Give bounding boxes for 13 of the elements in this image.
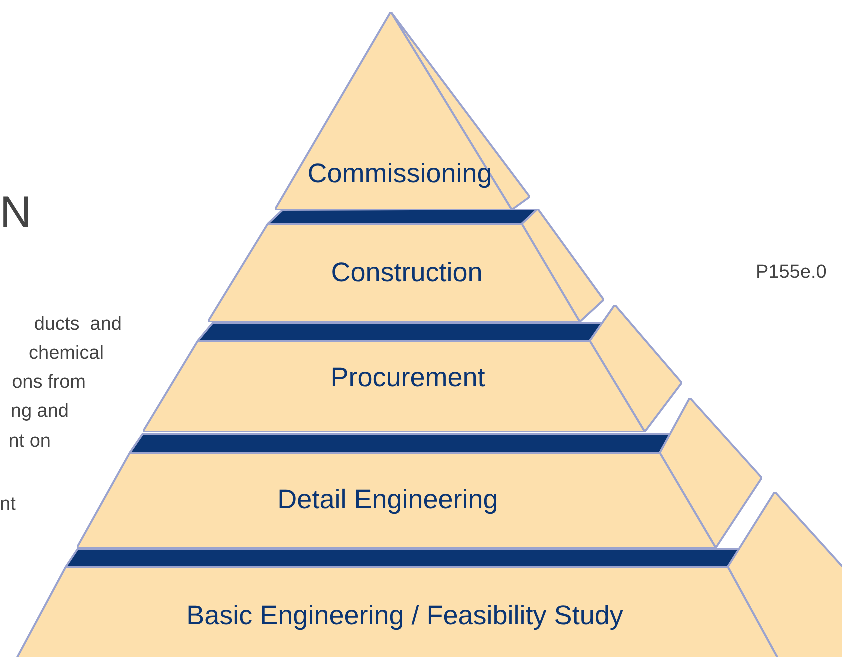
heading-letter: N <box>0 188 32 238</box>
text-fragment: chemical <box>29 343 104 365</box>
text-fragment: nt on <box>8 431 51 453</box>
text-fragment: ducts and <box>34 314 122 336</box>
text-fragment: ng and <box>10 401 69 423</box>
tier-label: Construction <box>331 258 483 288</box>
tier-label: Basic Engineering / Feasibility Study <box>186 600 624 632</box>
tier-label: Detail Engineering <box>278 484 498 516</box>
tier-label: Procurement <box>330 362 486 394</box>
text-fragment: ons from <box>12 372 86 394</box>
tier-label: Commissioning <box>308 158 492 190</box>
document-code: P155e.0 <box>756 262 827 284</box>
text-fragment: nt <box>0 494 16 516</box>
